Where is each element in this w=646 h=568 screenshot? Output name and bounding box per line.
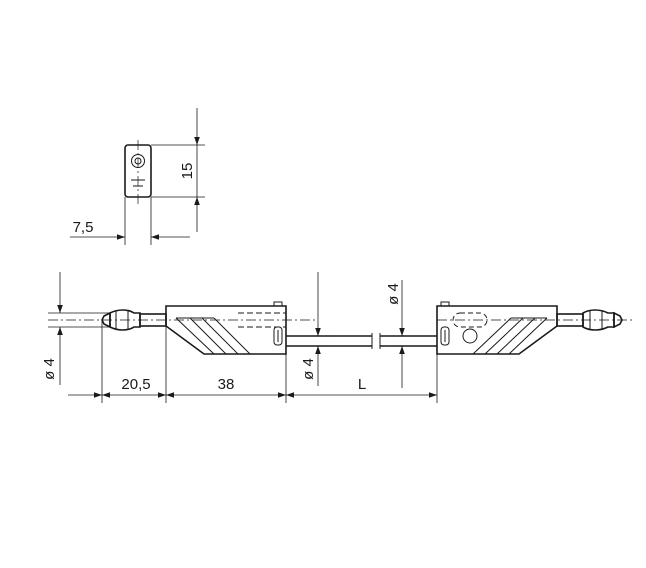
dimension-cable-length: L (286, 376, 437, 398)
label-body-length: 38 (218, 376, 235, 393)
left-plug (48, 301, 318, 355)
dimension-plug-diameter: ø 4 (41, 272, 110, 385)
label-cable-diameter-left: ø 4 (300, 358, 317, 380)
cable (286, 333, 437, 349)
label-cable-diameter-right: ø 4 (385, 283, 402, 305)
label-cable-length: L (358, 376, 366, 393)
right-plug (436, 301, 632, 355)
label-width-7-5: 7,5 (73, 219, 94, 236)
dimension-width-7-5: 7,5 (70, 197, 190, 245)
dimension-plug-length: 20,5 (68, 376, 166, 398)
end-view (124, 140, 152, 205)
dimension-cable-diameter-right: ø 4 (385, 280, 437, 388)
left-housing (165, 305, 287, 355)
dimension-cable-diameter-left: ø 4 (286, 272, 330, 386)
right-housing (436, 305, 558, 355)
label-height-15: 15 (179, 163, 196, 180)
label-plug-diameter: ø 4 (41, 358, 58, 380)
label-plug-length: 20,5 (121, 376, 150, 393)
dimension-height-15: 15 (151, 108, 205, 232)
dimension-body-length: 38 (166, 376, 286, 398)
